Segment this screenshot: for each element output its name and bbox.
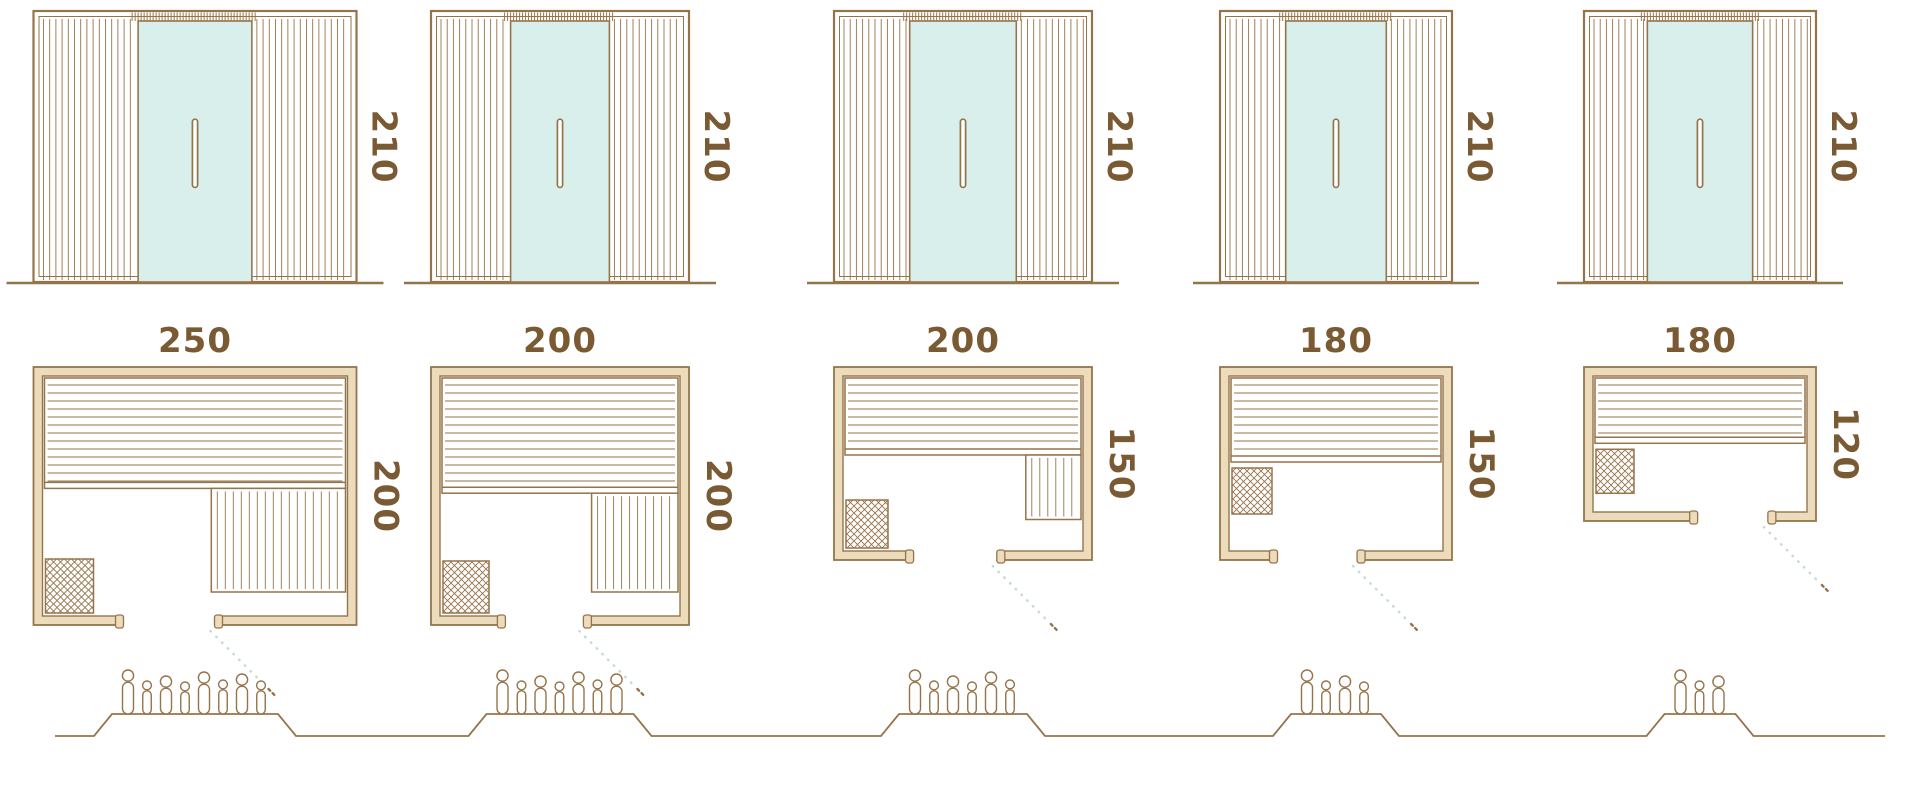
capacity-group-sauna-200x200	[496, 669, 623, 715]
door-swing-line	[991, 564, 1049, 622]
person-icon	[592, 679, 603, 715]
plan-sauna-180x120	[1583, 366, 1831, 594]
plan-width-label: 250	[158, 321, 232, 361]
elevation-height-label: 210	[1099, 110, 1139, 184]
person-icon	[572, 671, 585, 715]
elevation-sauna-180x150	[1193, 9, 1479, 285]
plan-depth-label: 120	[1825, 407, 1865, 481]
door-swing-line	[578, 629, 635, 687]
person-icon	[1320, 680, 1332, 715]
door-swing-line	[1762, 525, 1820, 583]
bench-top	[1594, 377, 1806, 445]
heater	[845, 499, 889, 549]
door-swing-line	[1351, 564, 1409, 622]
person-icon	[1674, 669, 1687, 715]
heater	[442, 560, 490, 614]
door-jamb	[904, 549, 915, 564]
door-handle-icon	[556, 118, 564, 189]
plan-width-label: 180	[1663, 321, 1737, 361]
door-jamb	[496, 614, 507, 629]
person-icon	[1300, 669, 1314, 715]
capacity-group-sauna-250x200	[121, 669, 267, 715]
door-handle-mark	[1820, 583, 1831, 594]
person-icon	[496, 669, 509, 715]
door-jamb	[1356, 549, 1366, 564]
door-handle-icon	[959, 118, 967, 189]
elevation-height-label: 210	[696, 110, 736, 184]
door-handle-mark	[1049, 622, 1060, 633]
bench-side	[590, 492, 679, 593]
door-handle-icon	[191, 118, 199, 189]
ground-line	[55, 713, 1885, 737]
plan-depth-label: 150	[1461, 427, 1501, 501]
person-icon	[179, 681, 191, 715]
person-icon	[984, 671, 998, 715]
person-icon	[1694, 680, 1705, 715]
capacity-group-sauna-180x150	[1300, 669, 1370, 715]
person-icon	[1338, 675, 1352, 715]
bench-side	[210, 487, 347, 593]
person-icon	[1004, 679, 1016, 715]
person-icon	[217, 679, 229, 715]
door-jamb	[1767, 510, 1777, 525]
door-jamb	[1689, 510, 1699, 525]
door-jamb	[996, 549, 1006, 564]
person-icon	[928, 680, 940, 715]
door-jamb	[114, 614, 125, 629]
person-icon	[255, 680, 267, 715]
door-swing-line	[209, 629, 266, 687]
plan-sauna-250x200	[32, 366, 358, 698]
plan-sauna-200x150	[833, 366, 1093, 633]
elevation-height-label: 210	[364, 110, 404, 184]
bench-top	[844, 377, 1082, 456]
door-jamb	[213, 614, 224, 629]
person-icon	[946, 675, 960, 715]
person-icon	[610, 673, 623, 715]
person-icon	[197, 671, 211, 715]
elevation-height-label: 210	[1459, 110, 1499, 184]
elevation-sauna-250x200	[6, 9, 384, 285]
person-icon	[534, 675, 547, 715]
door-handle-mark	[267, 687, 277, 698]
person-icon	[159, 675, 173, 715]
heater	[1231, 467, 1273, 515]
person-icon	[121, 669, 135, 715]
heater	[44, 558, 95, 614]
door-handle-mark	[636, 687, 646, 698]
door-handle-mark	[1409, 622, 1420, 633]
plan-width-label: 200	[523, 321, 597, 361]
person-icon	[1712, 675, 1725, 715]
plan-sauna-180x150	[1219, 366, 1453, 633]
person-icon	[1358, 681, 1370, 715]
person-icon	[516, 680, 527, 715]
capacity-group-sauna-180x120	[1674, 669, 1725, 715]
elevation-sauna-180x120	[1557, 9, 1843, 285]
plan-depth-label: 200	[366, 459, 406, 533]
plan-sauna-200x200	[430, 366, 690, 698]
bench-top	[1230, 377, 1442, 463]
bench-top	[441, 377, 679, 494]
plan-width-label: 180	[1299, 321, 1373, 361]
person-icon	[141, 680, 153, 715]
bench-side	[1025, 454, 1082, 521]
elevation-sauna-200x200	[404, 9, 716, 285]
elevation-height-label: 210	[1823, 110, 1863, 184]
heater	[1595, 448, 1635, 495]
door-handle-icon	[1696, 118, 1704, 189]
door-handle-icon	[1332, 118, 1340, 189]
capacity-group-sauna-200x150	[908, 669, 1016, 715]
door-jamb	[1268, 549, 1279, 564]
plan-depth-label: 150	[1101, 427, 1141, 501]
person-icon	[235, 673, 249, 715]
person-icon	[908, 669, 922, 715]
elevation-sauna-200x150	[807, 9, 1119, 285]
plan-width-label: 200	[926, 321, 1000, 361]
door-jamb	[582, 614, 593, 629]
person-icon	[966, 681, 978, 715]
plan-depth-label: 200	[698, 459, 738, 533]
person-icon	[554, 681, 565, 715]
